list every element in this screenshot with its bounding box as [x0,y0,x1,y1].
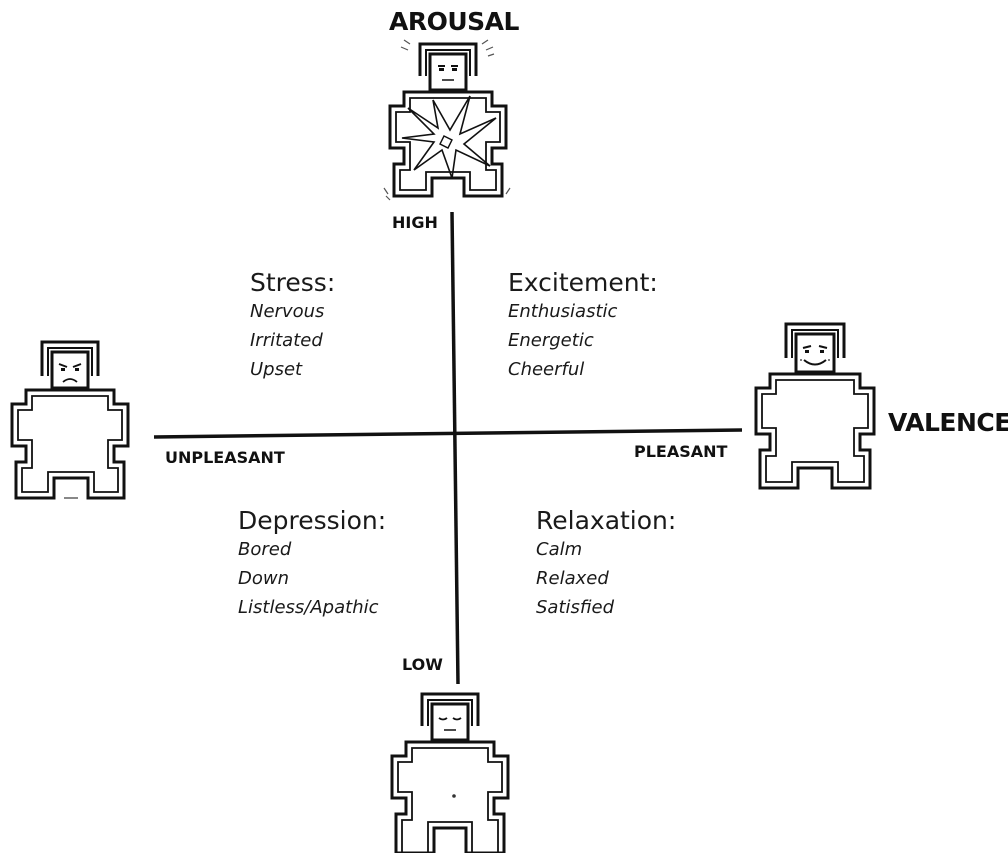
quadrant-item: Relaxed [536,568,609,589]
smiling-manikin-icon [748,318,888,493]
frowning-manikin-icon [8,338,148,503]
quadrant-item: Upset [250,359,303,380]
quadrant-item: Irritated [250,330,323,351]
quadrant-item: Down [238,568,290,589]
valence-axis-title: VALENCE [888,408,1008,437]
quadrant-relaxation: Relaxation: Calm Relaxed Satisfied [536,506,676,622]
quadrant-depression: Depression: Bored Down Listless/Apathic [238,506,386,622]
arousal-axis-line [450,211,460,685]
quadrant-title: Depression: [238,506,387,535]
unpleasant-pole-label: UNPLEASANT [165,448,285,467]
quadrant-item: Calm [536,539,583,560]
excited-manikin-icon [378,38,518,206]
quadrant-title: Stress: [250,268,336,297]
quadrant-item: Enthusiastic [508,301,618,322]
quadrant-item: Nervous [250,301,325,322]
arousal-axis-title: AROUSAL [389,7,519,36]
quadrant-item: Cheerful [508,359,585,380]
pleasant-pole-label: PLEASANT [634,442,728,461]
quadrant-item: Bored [238,539,292,560]
quadrant-item: Energetic [508,330,594,351]
low-pole-label: LOW [402,655,443,674]
quadrant-stress: Stress: Nervous Irritated Upset [250,268,335,384]
quadrant-excitement: Excitement: Enthusiastic Energetic Cheer… [508,268,658,384]
quadrant-title: Relaxation: [536,506,677,535]
quadrant-item: Listless/Apathic [238,597,379,618]
high-pole-label: HIGH [392,213,438,232]
calm-manikin-icon [380,688,520,853]
quadrant-title: Excitement: [508,268,658,297]
valence-axis-line [153,428,743,439]
quadrant-item: Satisfied [536,597,615,618]
